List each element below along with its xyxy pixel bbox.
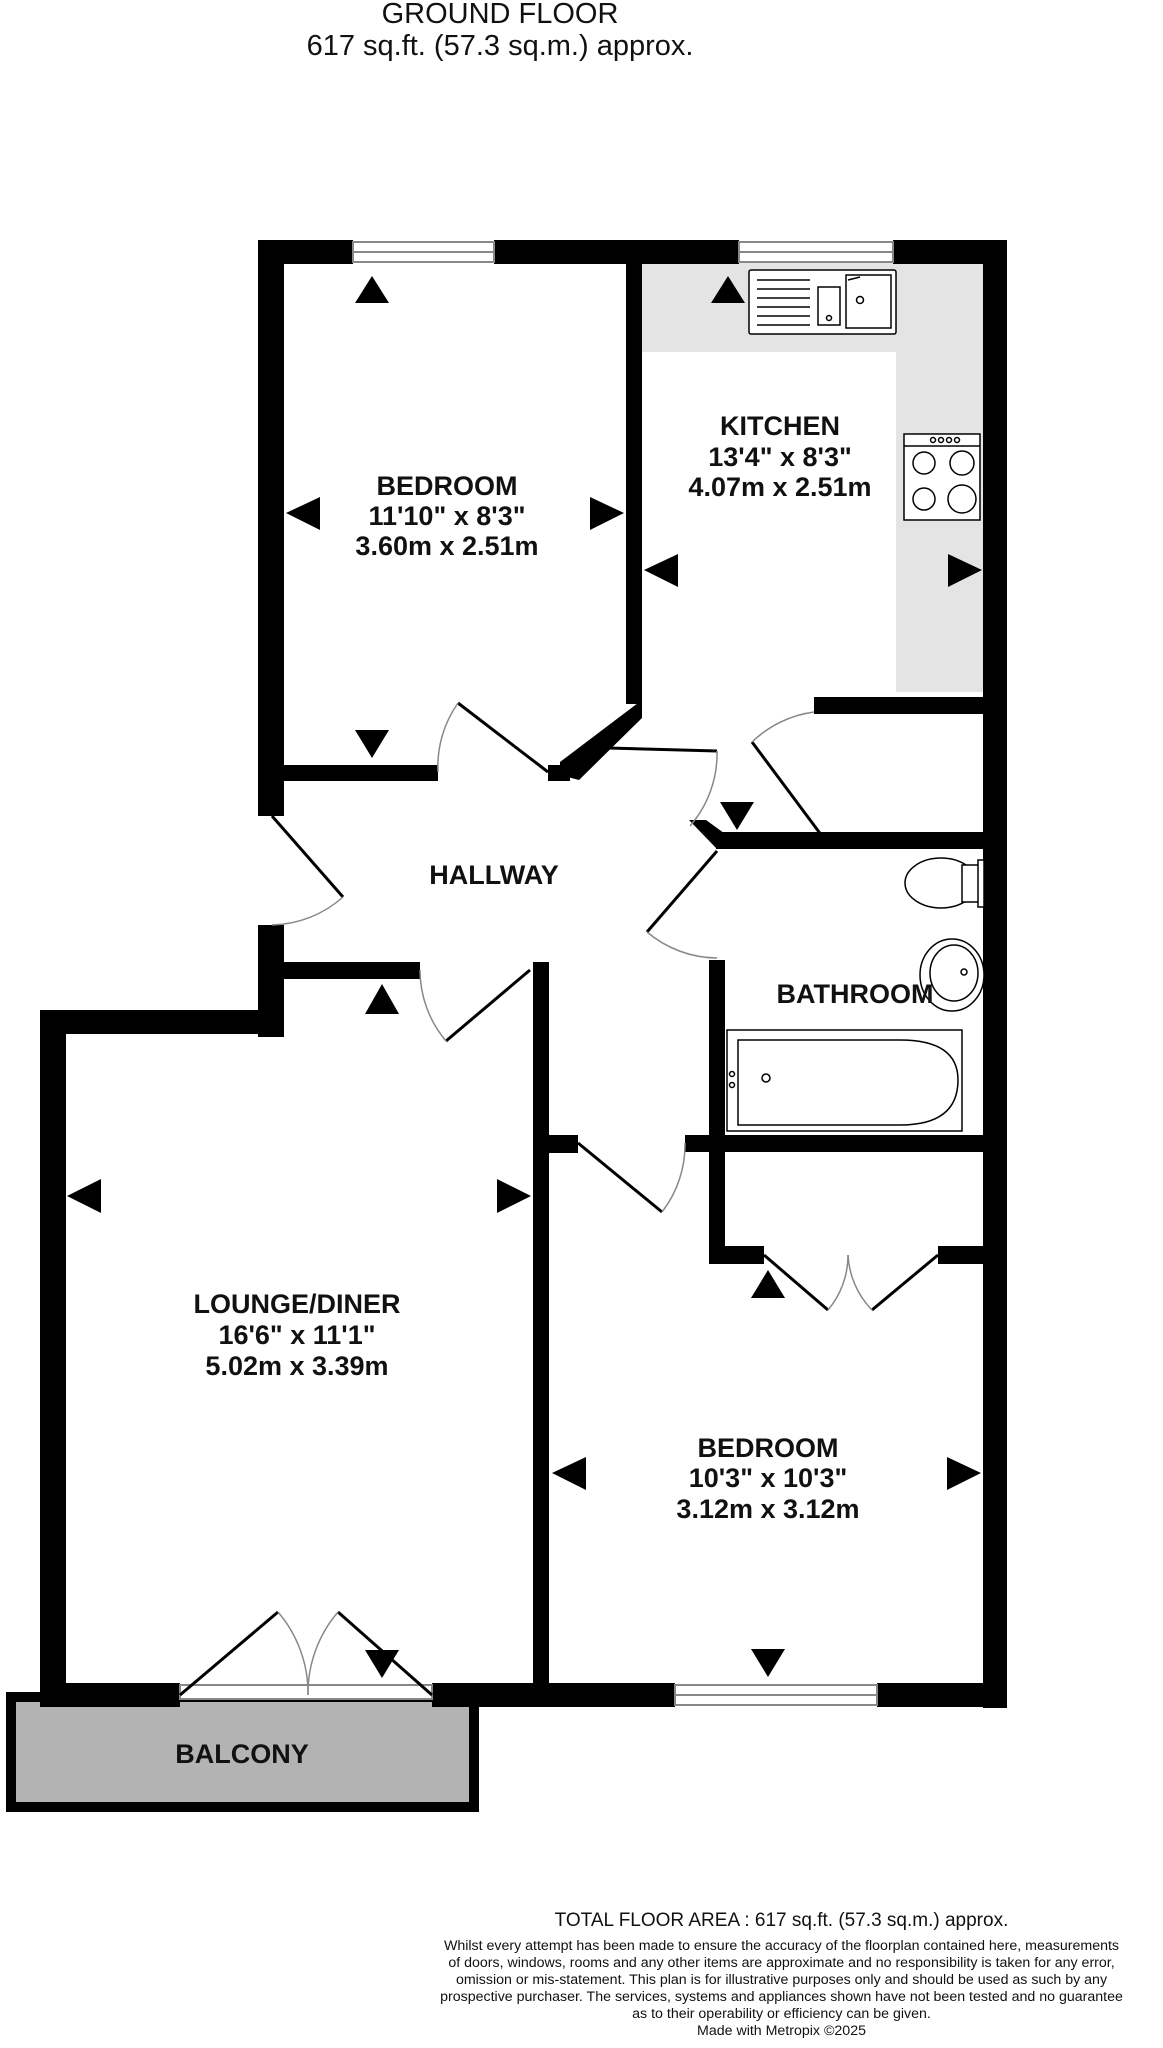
room-name: HALLWAY — [429, 860, 559, 890]
room-size-imperial: 11'10" x 8'3" — [368, 501, 525, 531]
hob-icon — [903, 433, 981, 521]
arrow-down-icon — [355, 730, 389, 758]
arrow-left-icon — [67, 1179, 101, 1213]
arrow-right-icon — [947, 1457, 981, 1490]
arrow-down-icon — [365, 1650, 399, 1678]
total-floor-area: TOTAL FLOOR AREA : 617 sq.ft. (57.3 sq.m… — [554, 1910, 1009, 1931]
balcony-area — [6, 1692, 479, 1812]
windows — [352, 241, 894, 1706]
floor-plan: BEDROOM 11'10" x 8'3" 3.60m x 2.51m KITC… — [6, 240, 1007, 1812]
room-balcony: BALCONY — [175, 1739, 309, 1769]
room-bedroom-2: BEDROOM 10'3" x 10'3" 3.12m x 3.12m — [676, 1433, 859, 1524]
arrow-up-icon — [355, 276, 389, 303]
room-kitchen: KITCHEN 13'4" x 8'3" 4.07m x 2.51m — [688, 411, 871, 502]
arrow-left-icon — [286, 497, 320, 530]
room-size-metric: 3.60m x 2.51m — [355, 531, 538, 561]
walls — [40, 240, 1007, 1708]
doors — [179, 701, 939, 1697]
room-name: BEDROOM — [377, 471, 518, 501]
room-hallway: HALLWAY — [429, 860, 559, 890]
room-size-imperial: 16'6" x 11'1" — [218, 1320, 375, 1350]
arrow-right-icon — [948, 554, 982, 587]
room-size-metric: 3.12m x 3.12m — [676, 1494, 859, 1524]
bath-icon — [726, 1029, 963, 1132]
arrow-up-icon — [751, 1270, 785, 1298]
room-size-metric: 5.02m x 3.39m — [205, 1351, 388, 1381]
disclaimer-line: Whilst every attempt has been made to en… — [443, 1938, 1120, 1954]
room-size-metric: 4.07m x 2.51m — [688, 472, 871, 502]
room-size-imperial: 10'3" x 10'3" — [689, 1463, 848, 1493]
sink-icon — [748, 269, 897, 335]
room-name: KITCHEN — [720, 411, 840, 441]
room-name: LOUNGE/DINER — [193, 1289, 400, 1319]
arrow-up-icon — [711, 276, 745, 303]
basin-icon — [919, 938, 985, 1012]
floor-name: GROUND FLOOR — [381, 0, 619, 30]
arrow-down-icon — [751, 1649, 785, 1677]
disclaimer-line: omission or mis-statement. This plan is … — [455, 1972, 1108, 1988]
room-name: BALCONY — [175, 1739, 309, 1769]
arrow-up-icon — [365, 984, 399, 1014]
toilet-icon — [904, 857, 985, 909]
measurement-arrows — [67, 276, 982, 1678]
disclaimer-line: as to their operability or efficiency ca… — [632, 2006, 931, 2022]
room-name: BEDROOM — [698, 1433, 839, 1463]
balcony-opening — [179, 1684, 433, 1700]
room-bedroom-1: BEDROOM 11'10" x 8'3" 3.60m x 2.51m — [355, 471, 538, 561]
credit: Made with Metropix ©2025 — [697, 2023, 866, 2039]
floor-area: 617 sq.ft. (57.3 sq.m.) approx. — [306, 30, 694, 62]
arrow-right-icon — [590, 497, 624, 530]
arrow-right-icon — [497, 1179, 531, 1213]
arrow-left-icon — [552, 1457, 586, 1490]
room-bathroom: BATHROOM — [777, 979, 934, 1009]
disclaimer-line: prospective purchaser. The services, sys… — [440, 1989, 1123, 2005]
room-size-imperial: 13'4" x 8'3" — [708, 442, 852, 472]
disclaimer: Whilst every attempt has been made to en… — [400, 1938, 1163, 2040]
arrow-left-icon — [644, 554, 678, 587]
room-lounge-diner: LOUNGE/DINER 16'6" x 11'1" 5.02m x 3.39m — [193, 1289, 400, 1381]
arrow-down-icon — [720, 802, 754, 830]
disclaimer-line: of doors, windows, rooms and any other i… — [448, 1955, 1115, 1971]
room-name: BATHROOM — [777, 979, 934, 1009]
